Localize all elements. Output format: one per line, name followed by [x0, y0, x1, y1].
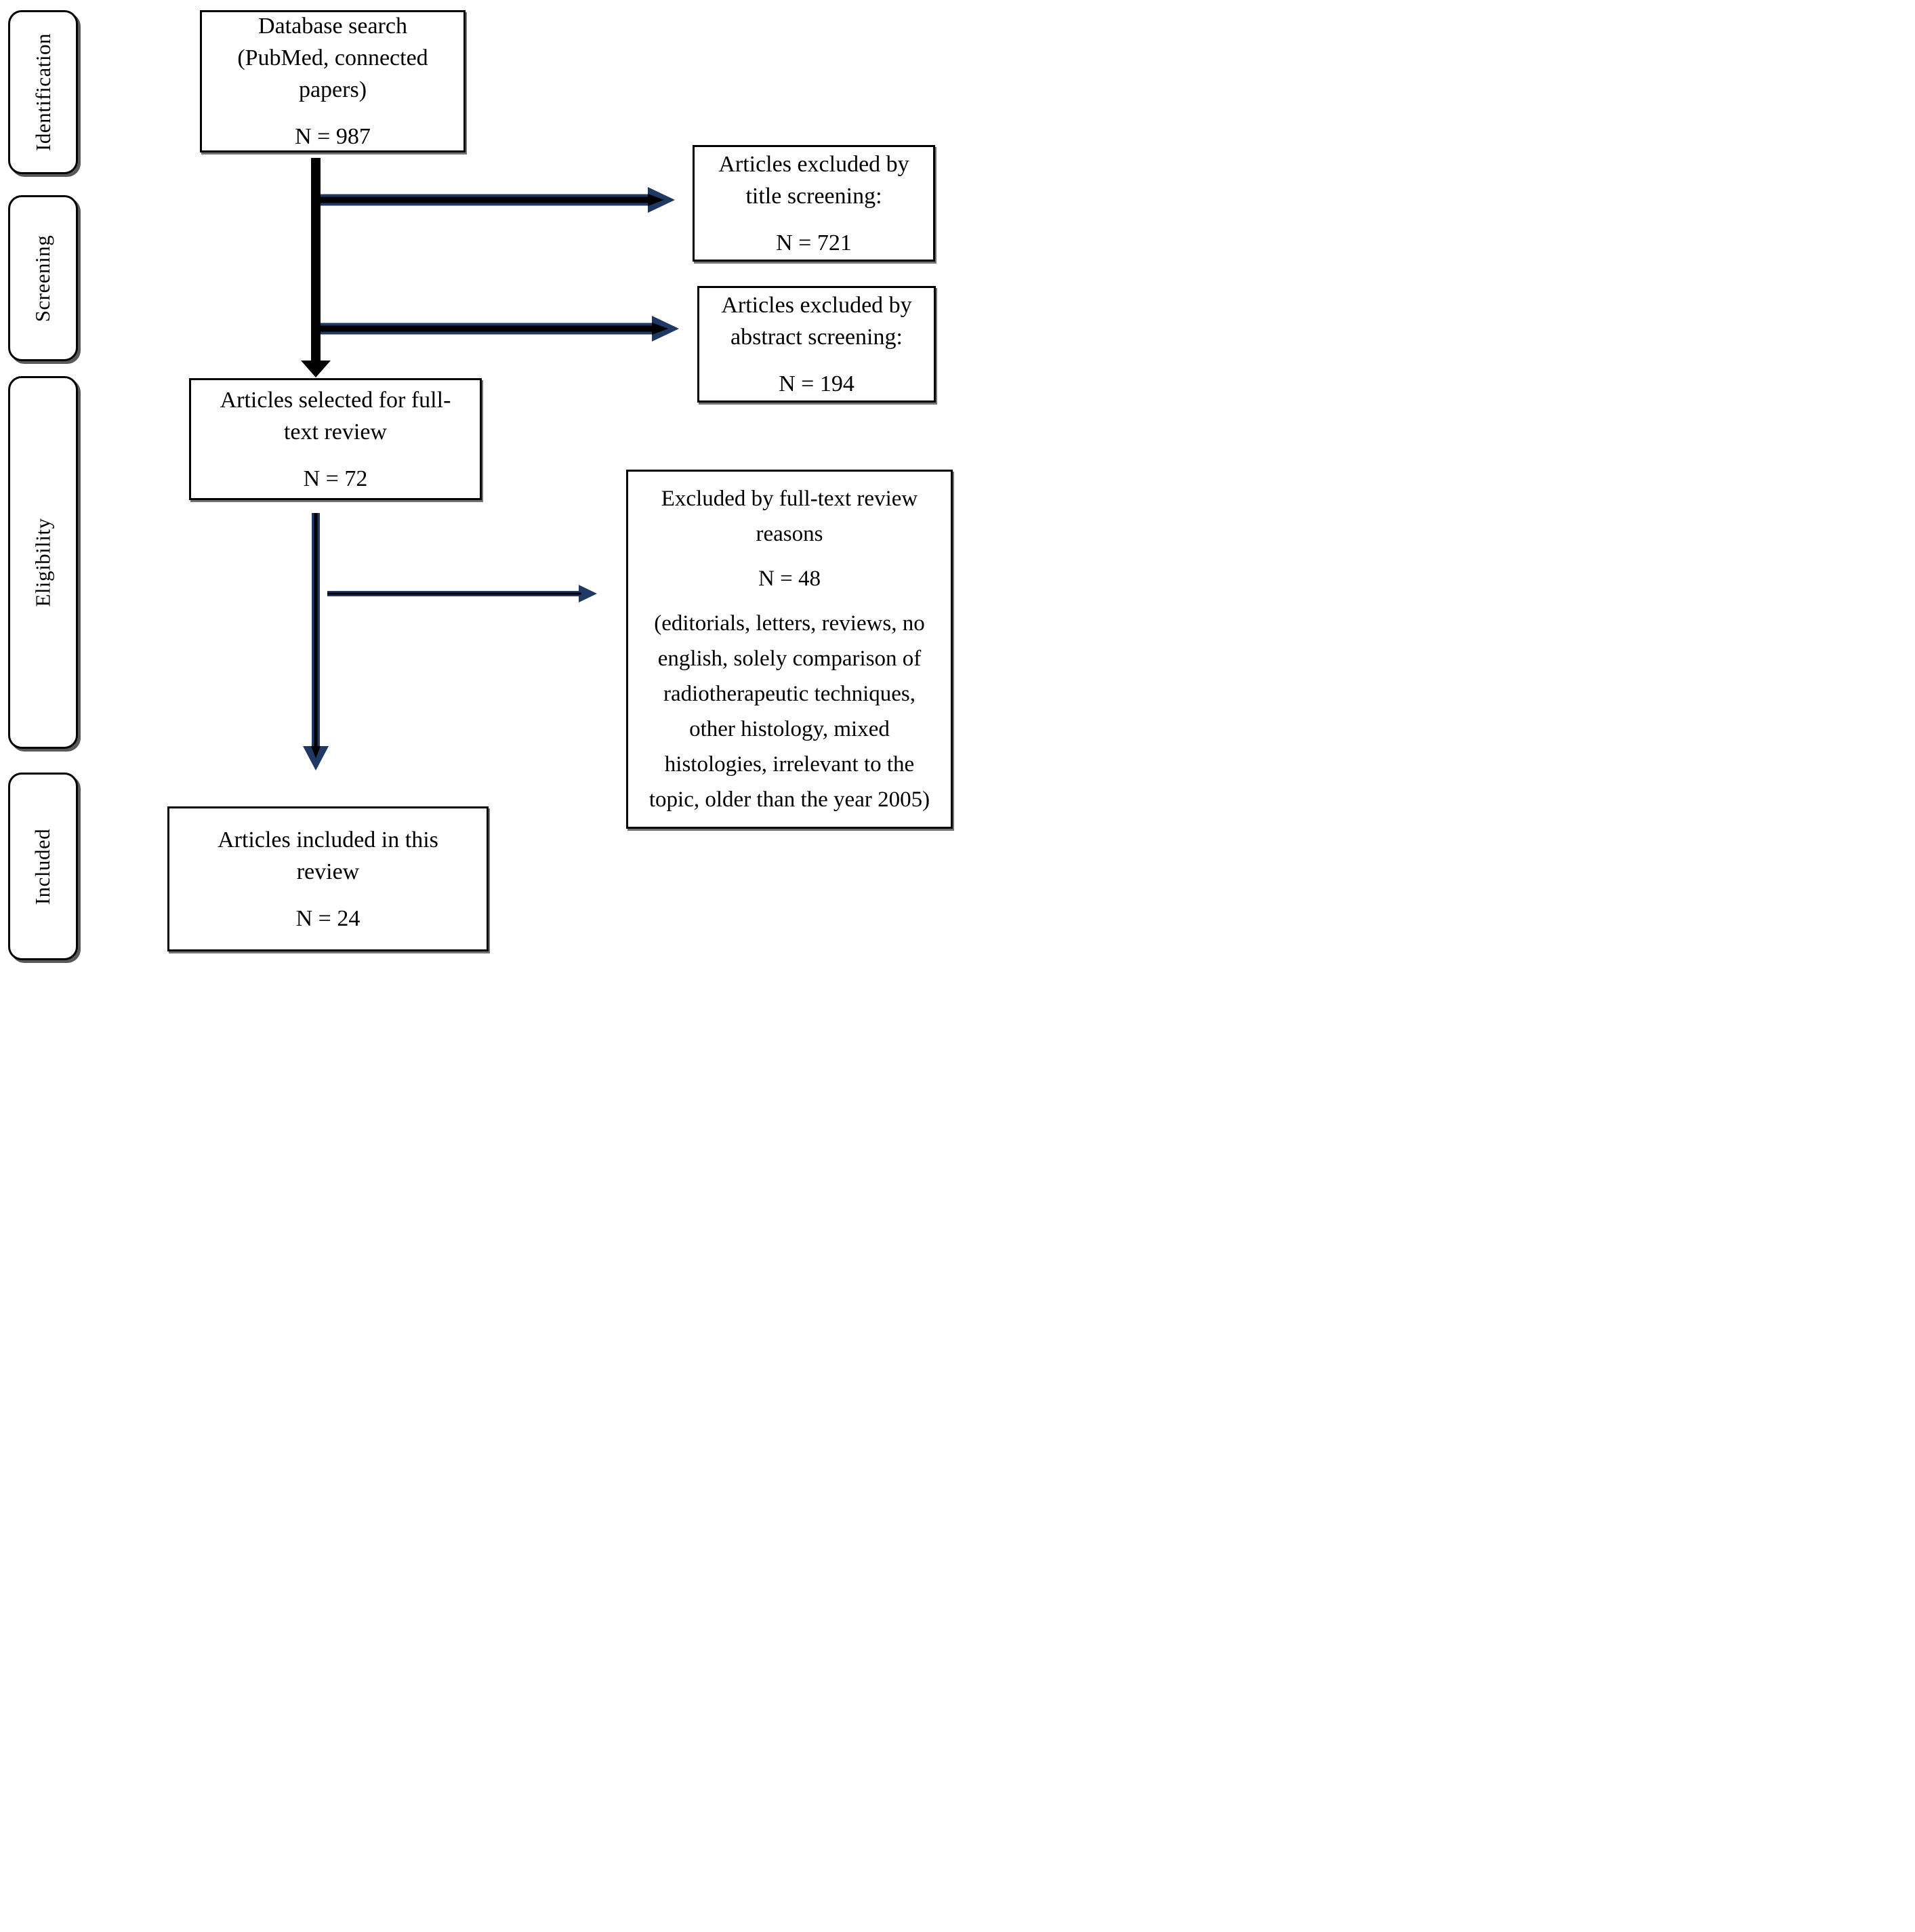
- abstract-screening-exclusion-title: Articles excluded by abstract screening:: [721, 292, 912, 350]
- flow-box-included-articles: Articles included in this review N = 24: [167, 806, 489, 951]
- abstract-screening-exclusion-count: N = 194: [779, 371, 854, 396]
- flow-box-fulltext-selected: Articles selected for full- text review …: [189, 378, 482, 500]
- arrow-database-to-fulltext-review: [301, 158, 331, 377]
- arrow-to-fulltext-review-exclusion: [327, 585, 597, 602]
- stage-label-identification: Identification: [30, 33, 55, 151]
- title-screening-exclusion-count: N = 721: [776, 230, 852, 255]
- stage-box-identification: Identification: [8, 10, 78, 174]
- fulltext-exclusion-reasons: (editorials, letters, reviews, no englis…: [648, 611, 930, 812]
- title-screening-exclusion-title: Articles excluded by title screening:: [718, 151, 909, 209]
- flow-arrows-layer: [301, 158, 679, 770]
- exclusion-box-fulltext-review: Excluded by full-text review reasons N =…: [626, 470, 953, 829]
- database-search-count: N = 987: [295, 124, 371, 149]
- stage-box-screening: Screening: [8, 195, 78, 361]
- fulltext-exclusion-title: Excluded by full-text review reasons: [661, 487, 918, 546]
- flow-box-database-search: Database search (PubMed, connected paper…: [200, 10, 466, 152]
- prisma-flow-diagram: Identification Screening Eligibility Inc…: [0, 0, 958, 966]
- fulltext-exclusion-count: N = 48: [758, 567, 821, 591]
- arrow-fulltext-review-to-included: [303, 513, 329, 770]
- stage-box-eligibility: Eligibility: [8, 376, 78, 749]
- included-articles-count: N = 24: [295, 905, 361, 931]
- exclusion-box-abstract-screening: Articles excluded by abstract screening:…: [697, 286, 936, 403]
- arrow-to-title-screening-exclusion: [321, 187, 675, 213]
- stage-label-eligibility: Eligibility: [30, 518, 55, 607]
- exclusion-box-title-screening: Articles excluded by title screening: N …: [693, 145, 935, 262]
- database-search-title: Database search (PubMed, connected paper…: [237, 14, 428, 102]
- included-articles-title: Articles included in this review: [218, 827, 438, 884]
- stage-box-included: Included: [8, 773, 78, 960]
- arrow-to-abstract-screening-exclusion: [321, 316, 679, 342]
- fulltext-selected-count: N = 72: [303, 466, 368, 491]
- stage-label-included: Included: [30, 828, 55, 905]
- stage-label-screening: Screening: [30, 234, 55, 322]
- fulltext-selected-title: Articles selected for full- text review: [220, 387, 451, 445]
